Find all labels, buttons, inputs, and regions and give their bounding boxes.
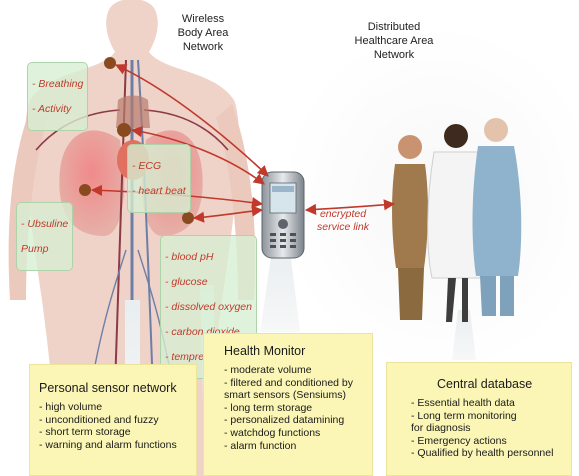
sensor-line: - dissolved oxygen [165, 301, 252, 314]
sensor-line: - Activity [32, 103, 83, 116]
card-item: - watchdog functions [224, 427, 366, 440]
personal-sensor-network-card: Personal sensor network - high volume - … [29, 364, 197, 476]
sensor-label-pump: - Ubsuline Pump [16, 202, 73, 271]
card-item: - warning and alarm functions [39, 439, 190, 452]
card-item: - alarm function [224, 440, 366, 453]
sensor-dot-breathing [104, 57, 116, 69]
sensor-line: Pump [21, 243, 68, 256]
health-monitor-card: Health Monitor - moderate volume - filte… [203, 333, 373, 476]
card-title: Central database [437, 377, 567, 391]
card-item: - Emergency actions [411, 435, 567, 448]
central-database-card: Central database - Essential health data… [386, 362, 572, 476]
sensor-line: - Ubsuline [21, 218, 68, 231]
sensor-label-breathing: - Breathing - Activity [27, 62, 88, 131]
card-title: Personal sensor network [39, 381, 190, 395]
sensor-line: - heart beat [132, 185, 186, 198]
card-item: - short term storage [39, 426, 190, 439]
card-item: - long term storage [224, 402, 366, 415]
sensor-line: - Breathing [32, 78, 83, 91]
sensor-line: - ECG [132, 160, 186, 173]
sensor-dot-ecg [117, 123, 131, 137]
card-item: - Essential health data [411, 397, 567, 410]
card-item: - high volume [39, 401, 190, 414]
sensor-line: - blood pH [165, 251, 252, 264]
wban-heading: Wireless Body Area Network [168, 12, 238, 54]
health-monitor-device [262, 172, 304, 258]
sensor-label-ecg: - ECG - heart beat [127, 144, 191, 213]
card-item: - moderate volume [224, 364, 366, 377]
card-item: - Qualified by health personnel [411, 447, 567, 460]
card-item: - Long term monitoring for diagnosis [411, 410, 567, 435]
dhan-heading: Distributed Healthcare Area Network [344, 20, 444, 62]
card-title: Health Monitor [224, 344, 366, 358]
card-item: - unconditioned and fuzzy [39, 414, 190, 427]
sensor-dot-pump [79, 184, 91, 196]
card-item: - personalized datamining [224, 414, 366, 427]
sensor-line: - glucose [165, 276, 252, 289]
encrypted-link-label: encrypted service link [308, 208, 378, 234]
card-item: - filtered and conditioned by smart sens… [224, 377, 366, 402]
sensor-dot-blood [182, 212, 194, 224]
